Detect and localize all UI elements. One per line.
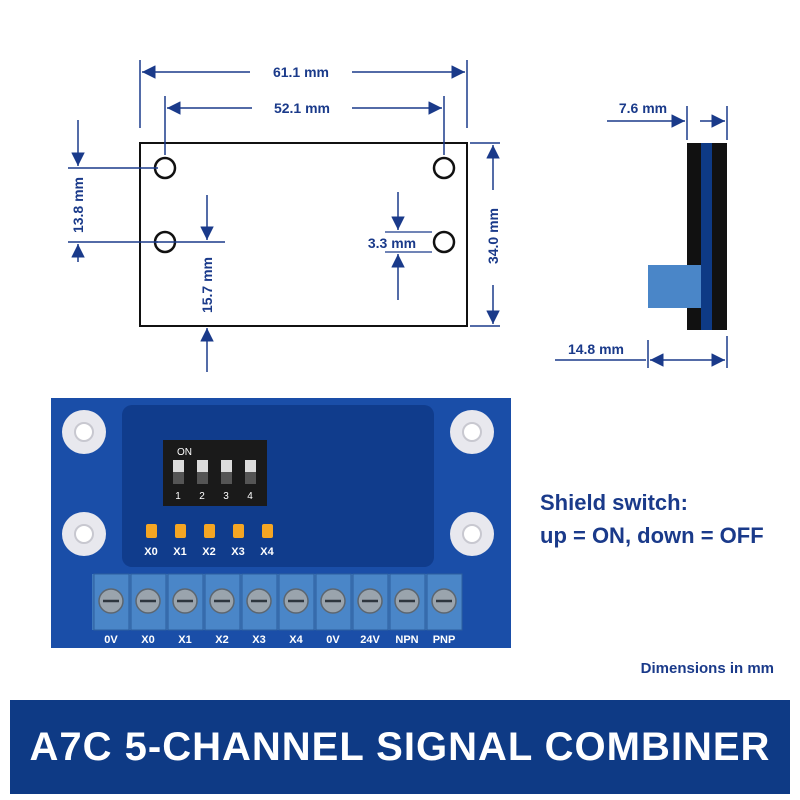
dim-label-lower-hole-offset: 15.7 mm <box>199 257 215 313</box>
led-x4 <box>262 524 273 538</box>
dim-label-side-depth: 14.8 mm <box>568 341 624 357</box>
terminal-label-5: X3 <box>252 634 265 646</box>
dip-switch-4[interactable] <box>245 460 256 484</box>
terminal-label-9: NPN <box>395 634 418 646</box>
terminal-9[interactable] <box>389 573 426 631</box>
title-banner: A7C 5-CHANNEL SIGNAL COMBINER <box>10 700 790 794</box>
dim-lower-hole-offset: 15.7 mm <box>155 195 225 372</box>
led-label-x2: X2 <box>202 546 215 558</box>
dim-label-overall-width: 61.1 mm <box>273 64 329 80</box>
dip-numbers: 1 2 3 4 <box>175 491 253 502</box>
terminal-2[interactable] <box>130 573 167 631</box>
side-terminal-block <box>648 265 701 308</box>
terminal-label-4: X2 <box>215 634 228 646</box>
dip-knob-1[interactable] <box>173 460 184 472</box>
dip-number-1: 1 <box>175 491 181 502</box>
dip-levers[interactable] <box>173 460 256 484</box>
dip-number-2: 2 <box>199 491 205 502</box>
terminal-label-6: X4 <box>289 634 303 646</box>
terminal-label-3: X1 <box>178 634 191 646</box>
board-outline <box>139 142 468 327</box>
dip-knob-4[interactable] <box>245 460 256 472</box>
led-row: X0 X1 X2 X3 X4 <box>144 524 275 558</box>
dip-number-3: 3 <box>223 491 229 502</box>
dim-label-side-thickness: 7.6 mm <box>619 100 667 116</box>
mount-hole-pads <box>62 410 494 556</box>
led-x0 <box>146 524 157 538</box>
terminal-7[interactable] <box>315 573 352 631</box>
terminal-label-8: 24V <box>360 634 380 646</box>
dim-upper-hole-offset: 13.8 mm <box>68 120 158 262</box>
shield-note-line1: Shield switch: <box>540 490 688 515</box>
dip-switch-1[interactable] <box>173 460 184 484</box>
terminal-6[interactable] <box>278 573 315 631</box>
terminal-label-1: 0V <box>104 634 118 646</box>
terminal-5[interactable] <box>241 573 278 631</box>
dim-height: 34.0 mm <box>470 142 501 327</box>
terminal-4[interactable] <box>204 573 241 631</box>
terminal-1[interactable] <box>93 573 130 631</box>
dim-label-hole-diameter: 3.3 mm <box>368 235 416 251</box>
side-view-drawing: 7.6 mm 14.8 mm <box>555 100 728 368</box>
dim-label-height: 34.0 mm <box>485 208 501 264</box>
dim-side-thickness: 7.6 mm <box>607 100 728 140</box>
side-pcb-core <box>701 143 712 330</box>
terminal-8[interactable] <box>352 573 389 631</box>
mount-hole-top-right <box>432 156 456 180</box>
terminal-label-7: 0V <box>326 634 340 646</box>
shield-switch-note: Shield switch: up = ON, down = OFF <box>540 486 764 552</box>
dim-label-upper-hole-offset: 13.8 mm <box>70 177 86 233</box>
product-title: A7C 5-CHANNEL SIGNAL COMBINER <box>29 724 771 769</box>
terminal-row: 0V X0 X1 X2 X3 X4 0V 24V NPN PNP <box>93 573 463 646</box>
led-x3 <box>233 524 244 538</box>
led-label-x0: X0 <box>144 546 157 558</box>
terminal-10[interactable] <box>426 573 463 631</box>
dim-label-hole-spacing: 52.1 mm <box>274 100 330 116</box>
terminal-label-10: PNP <box>433 634 456 646</box>
dim-overall-width: 61.1 mm <box>139 60 468 128</box>
dip-switch[interactable]: ON 1 2 3 4 <box>163 440 267 506</box>
units-note: Dimensions in mm <box>640 660 774 677</box>
mount-hole-bottom-right <box>432 230 456 254</box>
dim-hole-spacing: 52.1 mm <box>164 96 445 155</box>
terminal-label-2: X0 <box>141 634 154 646</box>
terminal-3[interactable] <box>167 573 204 631</box>
led-x2 <box>204 524 215 538</box>
led-label-x1: X1 <box>173 546 186 558</box>
shield-note-line2: up = ON, down = OFF <box>540 523 764 548</box>
dim-hole-diameter: 3.3 mm <box>368 192 432 300</box>
dip-switch-3[interactable] <box>221 460 232 484</box>
dip-number-4: 4 <box>247 491 253 502</box>
dim-side-depth: 14.8 mm <box>555 336 728 368</box>
dip-knob-3[interactable] <box>221 460 232 472</box>
dip-on-label: ON <box>177 447 192 458</box>
led-x1 <box>175 524 186 538</box>
led-label-x4: X4 <box>260 546 274 558</box>
top-view-drawing: 61.1 mm 52.1 mm 13.8 mm 15.7 mm <box>68 60 501 372</box>
led-label-x3: X3 <box>231 546 244 558</box>
dip-knob-2[interactable] <box>197 460 208 472</box>
dip-switch-2[interactable] <box>197 460 208 484</box>
